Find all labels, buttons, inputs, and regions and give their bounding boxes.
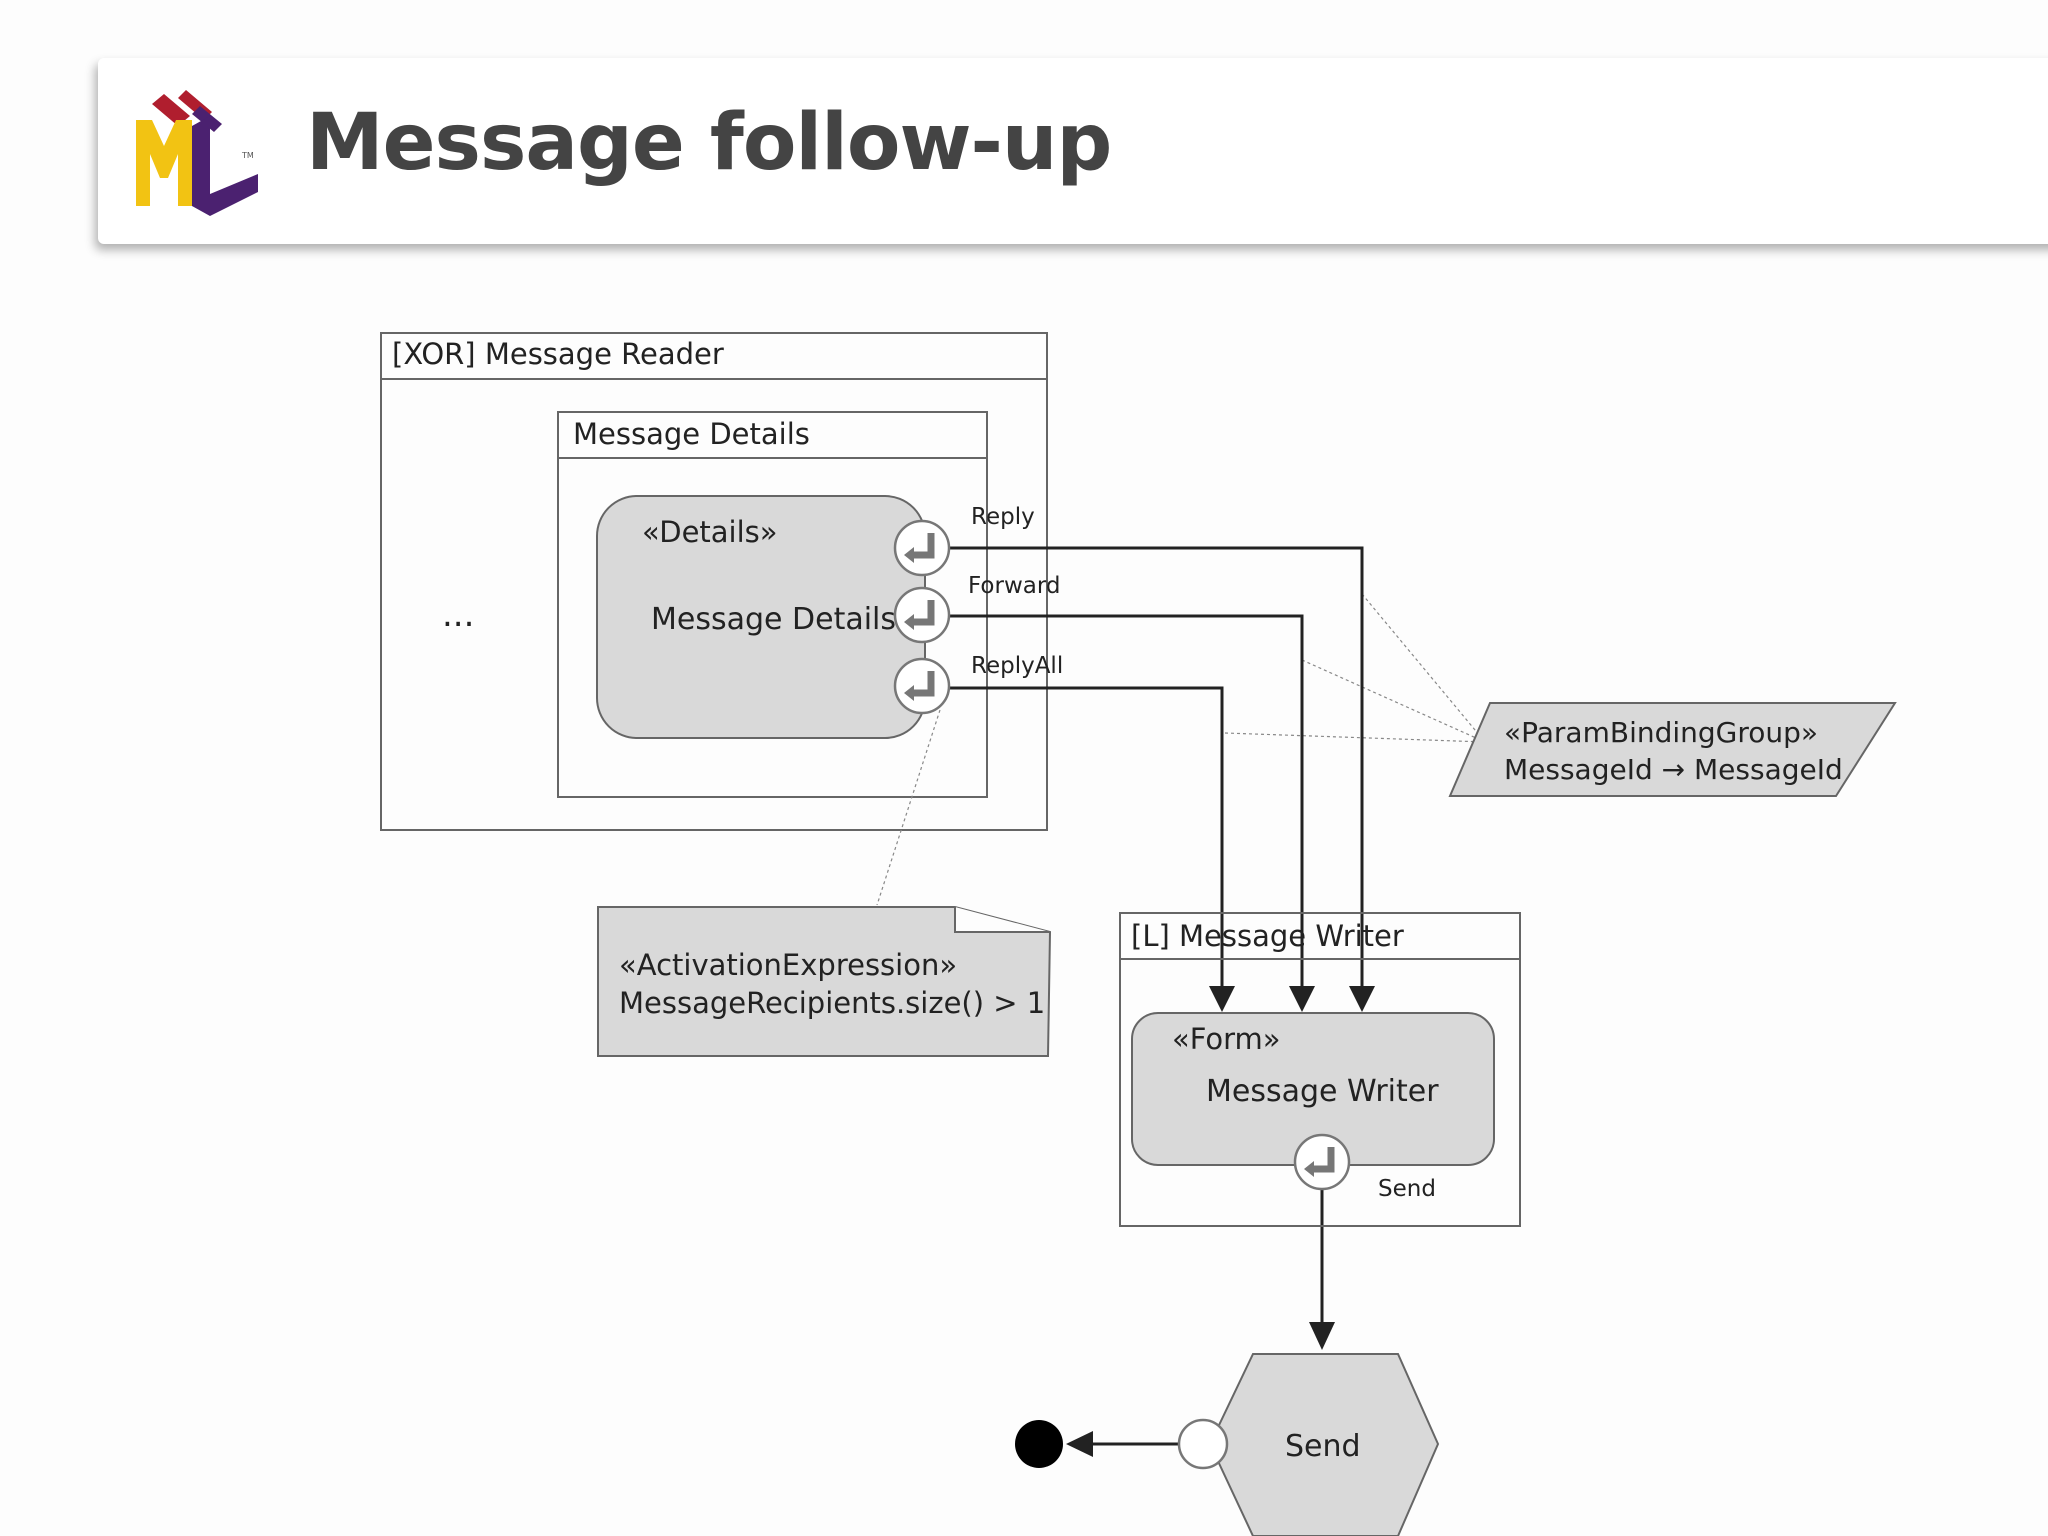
event-send[interactable] xyxy=(1293,1133,1351,1191)
navigation-flows xyxy=(948,546,1364,1446)
replyall-flow xyxy=(948,686,1224,1000)
logo-l-shape xyxy=(192,116,258,216)
activation-expression-note: «ActivationExpression» MessageRecipients… xyxy=(597,906,1052,1057)
form-name: Message Writer xyxy=(1206,1074,1439,1109)
ellipsis-text: ... xyxy=(442,595,474,635)
forward-label: Forward xyxy=(968,573,1061,599)
reply-flow xyxy=(948,546,1364,1000)
form-stereotype: «Form» xyxy=(1172,1022,1281,1056)
title-banner xyxy=(98,58,2048,244)
send-event-label: Send xyxy=(1378,1176,1436,1202)
send-action-event[interactable] xyxy=(1177,1418,1229,1470)
reply-label: Reply xyxy=(971,504,1035,530)
details-name: Message Details xyxy=(651,602,896,637)
event-forward[interactable] xyxy=(893,586,951,644)
association-lines xyxy=(876,593,1486,906)
return-arrow-icon xyxy=(912,671,935,697)
message-reader-title: [XOR] Message Reader xyxy=(392,337,724,371)
trademark-mark: TM xyxy=(241,151,254,160)
return-arrow-icon xyxy=(912,533,935,559)
logo-i-shape xyxy=(152,94,190,126)
replyall-label: ReplyAll xyxy=(971,653,1063,679)
activation-expression: MessageRecipients.size() > 1 xyxy=(619,986,1045,1020)
activation-stereotype: «ActivationExpression» xyxy=(619,948,957,982)
event-replyall[interactable] xyxy=(893,657,951,715)
message-writer-title: [L] Message Writer xyxy=(1131,919,1404,953)
return-arrow-icon xyxy=(1312,1147,1335,1173)
param-binding-stereotype: «ParamBindingGroup» xyxy=(1504,716,1818,749)
details-component: «Details» Message Details xyxy=(596,495,926,739)
param-binding-value: MessageId → MessageId xyxy=(1504,753,1843,786)
ifml-logo: TM xyxy=(136,90,258,216)
message-writer-container: [L] Message Writer xyxy=(1119,912,1521,1227)
send-action[interactable]: Send xyxy=(1208,1353,1440,1536)
message-details-container-title: Message Details xyxy=(573,417,810,451)
event-reply[interactable] xyxy=(893,519,951,577)
flow-arrowheads xyxy=(1066,986,1375,1457)
final-node xyxy=(1015,1420,1063,1468)
param-binding-group: «ParamBindingGroup» MessageId → MessageI… xyxy=(1448,702,1897,797)
send-action-label: Send xyxy=(1285,1429,1361,1464)
forward-flow xyxy=(948,614,1304,1000)
form-component: «Form» Message Writer xyxy=(1131,1012,1495,1166)
logo-m-shape xyxy=(136,120,192,206)
details-stereotype: «Details» xyxy=(642,515,778,549)
return-arrow-icon xyxy=(912,600,935,626)
page-title: Message follow-up xyxy=(306,98,1112,188)
